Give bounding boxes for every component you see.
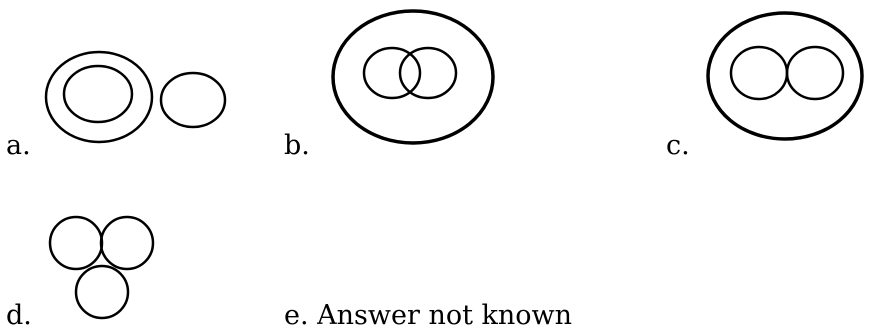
- option-b-outer-ellipse: [331, 9, 495, 145]
- option-d-venn-diagram: [48, 215, 155, 320]
- option-d-label: d.: [6, 300, 32, 331]
- option-c-left-ellipse: [729, 45, 789, 101]
- option-d-top-right-circle: [99, 215, 155, 271]
- option-e-label: e. Answer not known: [284, 300, 573, 331]
- option-c-venn-diagram: [706, 11, 864, 141]
- option-a-label: a.: [6, 130, 31, 161]
- option-c-outer-ellipse: [706, 11, 864, 141]
- option-c-right-ellipse: [785, 45, 845, 101]
- option-d-top-left-circle: [48, 215, 104, 271]
- option-b-venn-diagram: [331, 9, 495, 145]
- option-b-left-ellipse: [362, 46, 422, 100]
- option-a-outer-ellipse: [44, 50, 154, 144]
- option-b-label: b.: [284, 130, 310, 161]
- option-a-venn-diagram: [44, 50, 227, 144]
- option-d-bottom-circle: [74, 264, 130, 320]
- option-b-right-ellipse: [398, 46, 458, 100]
- option-a-separate-ellipse: [159, 71, 227, 129]
- option-a-inner-ellipse: [62, 64, 134, 124]
- option-c-label: c.: [666, 130, 690, 161]
